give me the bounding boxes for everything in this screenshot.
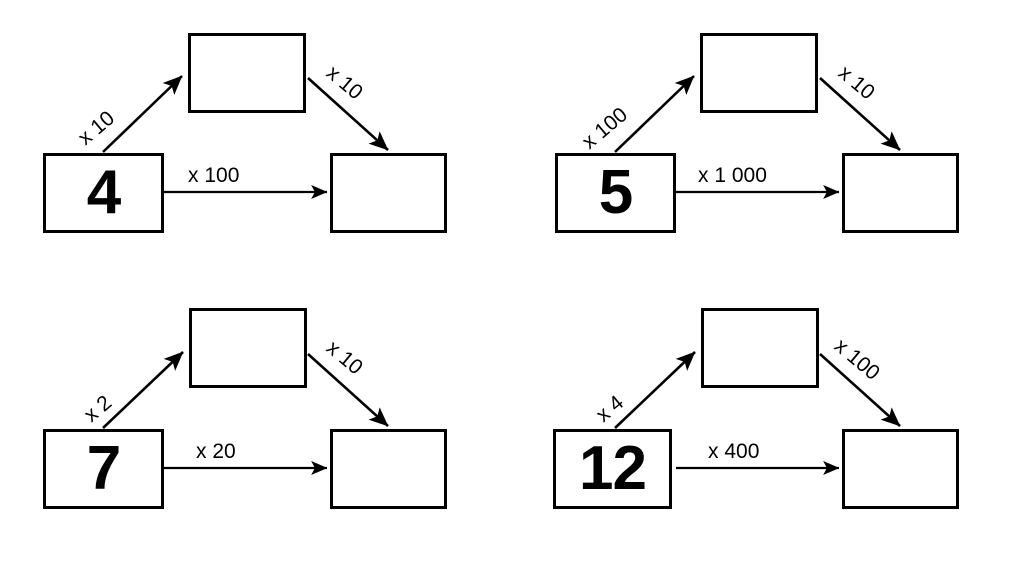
start-value: 7 (86, 434, 121, 503)
diagram-group-5: 5 x 100 x 10 x 1 000 (512, 0, 1024, 288)
edge-label-start-to-top: x 4 (591, 391, 629, 427)
top-answer-box[interactable] (700, 33, 818, 113)
edge-label-start-to-end: x 400 (708, 440, 760, 463)
edge-start-to-top (102, 75, 183, 153)
edge-label-top-to-end: x 10 (321, 336, 368, 380)
edge-label-start-to-end: x 1 000 (698, 164, 767, 187)
end-answer-box[interactable] (842, 153, 959, 233)
edge-label-top-to-end: x 100 (829, 334, 884, 385)
edge-label-top-to-end: x 10 (321, 61, 368, 105)
start-value: 5 (598, 158, 633, 227)
end-answer-box[interactable] (330, 153, 447, 233)
edge-label-start-to-end: x 20 (196, 440, 236, 463)
start-box[interactable]: 12 (553, 429, 672, 509)
edge-start-to-top (614, 351, 696, 429)
edge-label-start-to-top: x 100 (577, 103, 632, 154)
diagram-group-7: 7 x 2 x 10 x 20 (0, 275, 512, 563)
end-answer-box[interactable] (330, 429, 447, 509)
top-answer-box[interactable] (701, 308, 819, 388)
edge-label-top-to-end: x 10 (833, 61, 880, 105)
edge-start-to-top (102, 351, 184, 429)
top-answer-box[interactable] (188, 33, 306, 113)
edge-label-start-to-top: x 10 (73, 106, 120, 150)
diagram-group-4: 4 x 10 x 10 x 100 (0, 0, 512, 288)
edge-label-start-to-top: x 2 (79, 391, 117, 427)
start-box[interactable]: 5 (555, 153, 676, 233)
start-value: 4 (86, 158, 121, 227)
diagram-group-12: 12 x 4 x 100 x 400 (512, 275, 1024, 563)
start-value: 12 (579, 434, 647, 503)
top-answer-box[interactable] (189, 308, 307, 388)
start-box[interactable]: 4 (43, 153, 164, 233)
end-answer-box[interactable] (842, 429, 959, 509)
edge-label-start-to-end: x 100 (188, 164, 240, 187)
start-box[interactable]: 7 (43, 429, 164, 509)
